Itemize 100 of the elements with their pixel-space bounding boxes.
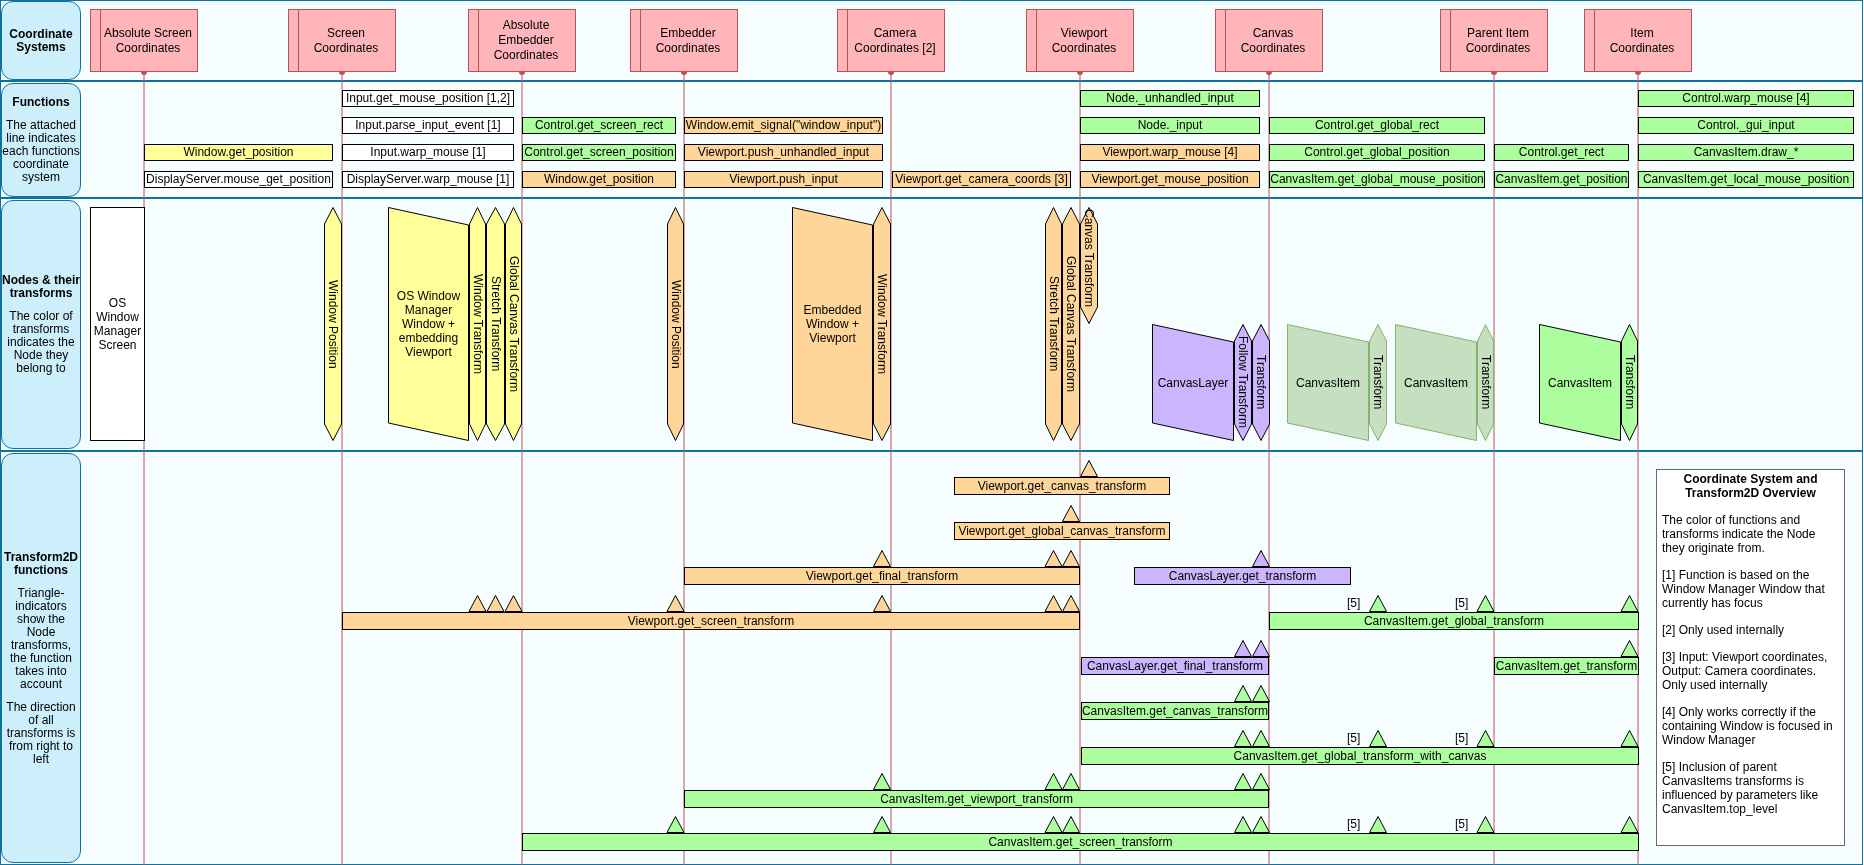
function-box: CanvasItem.get_position	[1494, 171, 1629, 188]
function-label: CanvasItem.get_viewport_transform	[879, 790, 1074, 808]
coordinate-system-box: Screen Coordinates	[288, 9, 396, 72]
function-label: CanvasItem.get_canvas_transform	[1081, 702, 1269, 720]
transform-function-bar	[1081, 685, 1270, 720]
transform-function-bar	[1081, 640, 1270, 675]
note-title: Coordinate System and Transform2D Overview	[1682, 472, 1819, 500]
note-text: [1] Function is based on the Window Manager Window that currently has focus	[1662, 568, 1826, 610]
transform-hexagon	[505, 207, 522, 441]
function-label: CanvasLayer.get_final_transform	[1085, 657, 1265, 675]
lane-description: The direction of all transforms is from right to left	[5, 700, 77, 766]
footnote-ref: [5]	[1347, 817, 1361, 831]
function-box: Viewport.push_input	[684, 171, 883, 188]
node-label: Embedded Window + Viewport	[802, 303, 863, 345]
transform-function-bar	[684, 773, 1270, 808]
lane-heading: Coordinate Systems	[8, 27, 74, 54]
lane-heading: Transform2D functions	[3, 550, 79, 577]
function-box: Control.warp_mouse [4]	[1638, 90, 1854, 107]
lane-heading: Functions	[12, 96, 70, 109]
function-label: Viewport.get_screen_transform	[626, 612, 796, 630]
function-box: Control.get_global_position	[1269, 144, 1485, 161]
function-label: Viewport.get_canvas_transform	[976, 477, 1148, 495]
function-box: Control._gui_input	[1638, 117, 1854, 134]
transform-function-bar	[1269, 595, 1639, 630]
screen-box: OS Window Manager Screen	[90, 207, 145, 441]
lane-header	[1, 1, 81, 80]
transform-function-bar	[1134, 550, 1351, 585]
function-box: Control.get_screen_rect	[522, 117, 676, 134]
coordinate-system-box: Absolute Screen Coordinates	[90, 9, 198, 72]
function-box: Viewport.push_unhandled_input	[684, 144, 883, 161]
transform-label: Window Position	[325, 279, 341, 369]
transform-label: Canvas Transform	[1081, 209, 1097, 308]
note-text: [3] Input: Viewport coordinates, Output: Camera coordinates. Only used internally	[1662, 650, 1829, 692]
function-box: Window.get_position	[144, 144, 333, 161]
footnote-ref: [5]	[1347, 731, 1361, 745]
node-label: CanvasItem	[1403, 375, 1469, 390]
transform-label: Transform	[1370, 355, 1386, 410]
function-box: Control.get_global_rect	[1269, 117, 1485, 134]
function-label: CanvasItem.get_transform	[1494, 657, 1639, 675]
function-box: Viewport.get_mouse_position	[1080, 171, 1260, 188]
function-box: Input.get_mouse_position [1,2]	[342, 90, 514, 107]
lane-description: Triangle-indicators show the Node transforms, the function takes into account	[8, 586, 73, 691]
transform-hexagon	[1045, 207, 1062, 441]
transform-label: Stretch Transform	[487, 276, 504, 372]
function-box: DisplayServer.mouse_get_position	[144, 171, 333, 188]
transform-function-bar	[522, 816, 1639, 851]
coordinate-system-box: Canvas Coordinates	[1215, 9, 1323, 72]
function-box: CanvasItem.get_global_mouse_position	[1269, 171, 1485, 188]
coordinate-system-box: Absolute Embedder Coordinates	[468, 9, 576, 72]
transform-function-bar	[954, 505, 1170, 540]
function-box: Input.parse_input_event [1]	[342, 117, 514, 134]
node-label: CanvasLayer	[1156, 375, 1230, 390]
transform-label: Follow Transform	[1235, 336, 1251, 429]
transform-label: Window Transform	[874, 274, 890, 374]
note-text: [4] Only works correctly if the containing Window is focused in Window Manager	[1662, 705, 1834, 747]
transform-label: Window Transform	[469, 274, 486, 374]
transform-hexagon	[667, 207, 684, 441]
coordinate-system-box: Embedder Coordinates	[630, 9, 738, 72]
transform-label: Transform	[1477, 355, 1494, 410]
transform-function-bar	[1081, 730, 1639, 765]
coordinate-system-box: Viewport Coordinates	[1026, 9, 1134, 72]
lane-description: The attached line indicates each functions coordinate system	[2, 119, 80, 184]
footnote-ref: [5]	[1455, 596, 1469, 610]
function-label: Viewport.get_global_canvas_transform	[957, 522, 1167, 540]
coordinate-system-box: Parent Item Coordinates	[1440, 9, 1548, 72]
function-label: CanvasItem.get_screen_transform	[987, 833, 1174, 851]
lane-header	[1, 83, 81, 197]
transform-label: Stretch Transform	[1045, 276, 1062, 372]
coordinate-system-box: Item Coordinates	[1584, 9, 1692, 72]
note-text: The color of functions and transforms indicate the Node they originate from.	[1662, 513, 1817, 555]
footnote-ref: [5]	[1455, 817, 1469, 831]
transform-hexagon	[486, 207, 505, 441]
function-box: Viewport.get_camera_coords [3]	[892, 171, 1071, 188]
function-label: CanvasItem.get_global_transform	[1362, 612, 1546, 630]
function-box: Window.get_position	[522, 171, 676, 188]
footnote-ref: [5]	[1347, 596, 1361, 610]
note-text: [5] Inclusion of parent CanvasItems transforms is influenced by parameters like CanvasItem.top_level	[1662, 760, 1820, 816]
node-label: CanvasItem	[1547, 375, 1613, 390]
function-box: CanvasItem.get_local_mouse_position	[1638, 171, 1854, 188]
function-box: DisplayServer.warp_mouse [1]	[342, 171, 514, 188]
function-box: Node._unhandled_input	[1080, 90, 1260, 107]
function-box: Control.get_screen_position	[522, 144, 676, 161]
function-box: Window.emit_signal("window_input")	[684, 117, 883, 134]
function-label: Viewport.get_final_transform	[804, 567, 960, 585]
transform-label: Global Canvas Transform	[1063, 255, 1079, 393]
transform-function-bar	[342, 595, 1080, 630]
function-box: Control.get_rect	[1494, 144, 1629, 161]
lane-header	[1, 453, 81, 863]
function-label: CanvasItem.get_global_transform_with_canvas	[1232, 747, 1488, 765]
transform-label: Window Position	[667, 279, 684, 369]
note-text: [2] Only used internally	[1662, 623, 1786, 637]
function-box: Node._input	[1080, 117, 1260, 134]
transform-hexagon	[324, 207, 342, 441]
lane-header	[1, 200, 81, 449]
node-label: CanvasItem	[1295, 375, 1361, 390]
node-label: OS Window Manager Window + embedding Viewport	[395, 289, 462, 359]
coordinate-system-box: Camera Coordinates [2]	[837, 9, 945, 72]
transform-label: Transform	[1621, 355, 1638, 410]
transform-function-bar	[954, 460, 1170, 495]
transform-label: Transform	[1253, 355, 1269, 410]
